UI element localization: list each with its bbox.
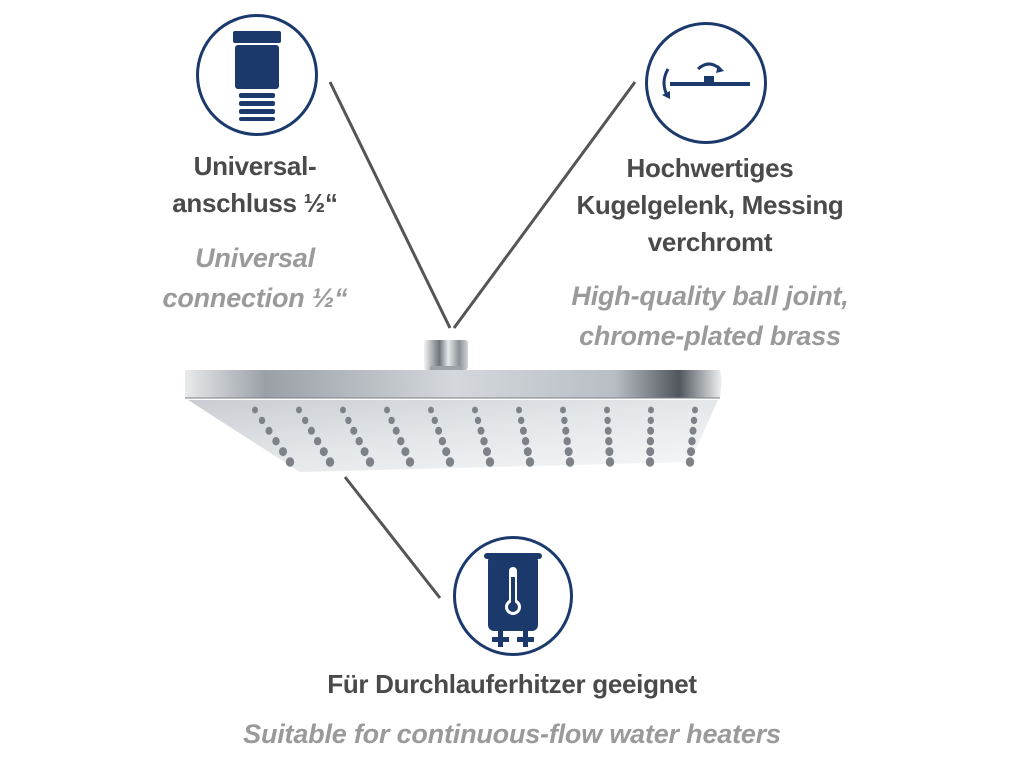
nozzle-dot [647,416,654,425]
connection-title-en: Universal connection ½“ [162,243,348,313]
nozzle-dot [472,406,478,414]
connection-icon-circle [196,14,318,136]
nozzle-dot [445,457,455,467]
nozzle-dot [645,457,655,467]
nozzle-dot [258,416,266,425]
nozzle-dot [647,426,655,435]
nozzle-dot [435,426,443,435]
nozzle-dot [474,416,482,425]
nozzle-dot [397,437,405,446]
nozzle-dot [648,406,654,414]
nozzle-dot [604,416,611,425]
nozzle-dot [483,447,491,457]
nozzle-dot [265,426,273,435]
nozzle-dot [307,426,315,435]
water-heater-title-en: Suitable for continuous-flow water heate… [243,719,781,749]
water-heater-thermometer-icon [484,553,542,647]
nozzle-dot [523,447,532,457]
nozzle-dot [302,416,309,425]
nozzle-dot [285,457,295,467]
nozzle-dot [431,416,438,425]
nozzle-dot [252,406,258,414]
nozzle-dot [480,437,488,446]
nozzle-dot [692,406,698,414]
connection-title-de: Universal- anschluss ½“ [172,151,338,218]
nozzle-dot [521,437,530,446]
nozzle-dot [604,426,612,435]
nozzle-dot [272,437,280,446]
water-heater-title-de: Für Durchlauferhitzer geeignet [327,669,697,699]
nozzle-dot [685,457,695,467]
nozzle-dot [340,406,346,414]
threaded-connector-icon [233,31,281,121]
nozzle-dot [687,447,695,457]
nozzle-dot [313,437,322,446]
nozzle-dot [365,457,375,467]
nozzle-dot [360,447,369,457]
nozzle-dot [646,437,655,446]
callout-line-heater [343,476,442,599]
nozzle-dot [485,457,495,467]
nozzle-dot [605,457,615,467]
nozzle-dot [384,406,390,414]
nozzle-dot [604,406,610,414]
nozzle-dot [605,447,614,457]
nozzle-dot [392,426,400,435]
ball-joint-icon-circle [645,22,767,144]
nozzle-dot [646,447,655,457]
nozzle-dot [525,457,535,467]
water-heater-icon-circle [453,536,573,656]
nozzle-dot [564,447,573,457]
nozzle-dot [560,406,566,414]
nozzle-dot [690,416,698,425]
nozzle-dot [689,426,697,435]
nozzle-dot [405,457,415,467]
nozzle-dot [279,447,287,457]
nozzle-dot [401,447,410,457]
nozzle-dot [325,457,335,467]
ball-joint-title-en: High-quality ball joint, chrome-plated b… [571,281,849,351]
nozzle-dot [565,457,575,467]
callout-line-ball-joint [452,81,637,329]
nozzle-dot [563,437,571,446]
nozzle-dot [516,406,522,414]
nozzle-dot [350,426,358,435]
nozzle-dot [688,437,696,446]
ball-joint-tilt-icon [662,62,750,99]
callout-line-connection [328,81,452,329]
nozzle-dot [355,437,363,446]
nozzle-dot [518,416,525,425]
nozzle-dot [428,406,434,414]
nozzle-dot [519,426,527,435]
nozzle-dot [345,416,352,425]
nozzle-dot [388,416,395,425]
nozzle-dot [442,447,451,457]
nozzle-dot [438,437,447,446]
nozzle-dot [319,447,328,457]
nozzle-dot [605,437,613,446]
nozzle-dot [562,426,570,435]
nozzle-dot [477,426,485,435]
ball-joint-title-de: Hochwertiges Kugelgelenk, Messing verchr… [576,153,844,257]
nozzle-dot [561,416,568,425]
nozzle-dot [296,406,302,414]
